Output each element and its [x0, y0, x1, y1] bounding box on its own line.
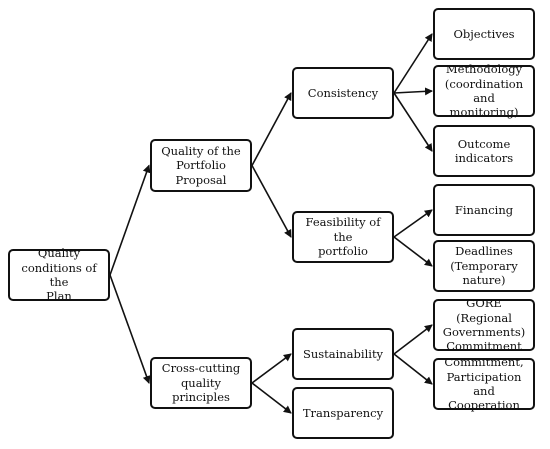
node-deadlines: Deadlines (Temporary nature)	[433, 240, 535, 292]
node-label: Sustainability	[302, 346, 384, 361]
node-cross-cutting-quality-principles: Cross-cutting quality principles	[150, 357, 252, 409]
node-transparency: Transparency	[292, 387, 394, 439]
connector-arrow-crosscutting-to-transparency	[251, 382, 292, 414]
node-label: Methodology (coordination and monitoring…	[444, 62, 524, 120]
node-quality-of-the-portfolio-proposal: Quality of the Portfolio Proposal	[150, 139, 252, 192]
connector-arrow-consistency-to-objectives	[393, 33, 433, 94]
node-methodology: Methodology (coordination and monitoring…	[433, 62, 535, 120]
connector-arrow-root-to-crosscutting	[109, 274, 151, 384]
connector-arrow-feasibility-to-deadlines	[393, 236, 433, 267]
node-label: Outcome indicators	[454, 136, 514, 165]
connector-arrow-root-to-portfolio	[109, 164, 151, 276]
connector-arrow-portfolio-to-feasibility	[251, 165, 292, 238]
node-sustainability: Sustainability	[292, 328, 394, 380]
connector-arrow-sustainability-to-gore	[393, 324, 433, 355]
node-label: Deadlines (Temporary nature)	[450, 244, 518, 288]
node-label: Commitment, Participation and Cooperatio…	[444, 355, 524, 413]
connector-arrow-sustainability-to-commitment	[393, 353, 433, 385]
connector-arrow-consistency-to-methodology	[393, 87, 433, 96]
node-label: Quality conditions of the Plan	[21, 246, 97, 304]
node-label: Transparency	[302, 405, 384, 420]
node-label: Quality of the Portfolio Proposal	[161, 143, 241, 187]
connector-arrow-crosscutting-to-sustainability	[251, 353, 292, 384]
connector-arrow-portfolio-to-consistency	[251, 92, 292, 166]
node-label: Cross-cutting quality principles	[161, 361, 241, 405]
node-feasibility-of-the-portfolio: Feasibility of the portfolio	[292, 211, 394, 263]
node-objectives: Objectives	[433, 8, 535, 60]
node-label: Financing	[454, 202, 514, 217]
node-consistency: Consistency	[292, 67, 394, 119]
node-label: GORE (Regional Governments) Commitment	[442, 296, 526, 354]
node-outcome-indicators: Outcome indicators	[433, 125, 535, 177]
node-label: Feasibility of the portfolio	[305, 215, 381, 259]
node-label: Objectives	[453, 26, 515, 41]
node-commitment-participation-cooperation: Commitment, Participation and Cooperatio…	[433, 355, 535, 413]
node-quality-conditions-of-the-plan: Quality conditions of the Plan	[8, 246, 110, 304]
node-gore-commitment: GORE (Regional Governments) Commitment	[433, 296, 535, 354]
connector-arrow-feasibility-to-financing	[393, 209, 433, 238]
node-financing: Financing	[433, 184, 535, 236]
node-label: Consistency	[307, 85, 379, 100]
connector-arrow-consistency-to-outcome	[393, 92, 433, 152]
